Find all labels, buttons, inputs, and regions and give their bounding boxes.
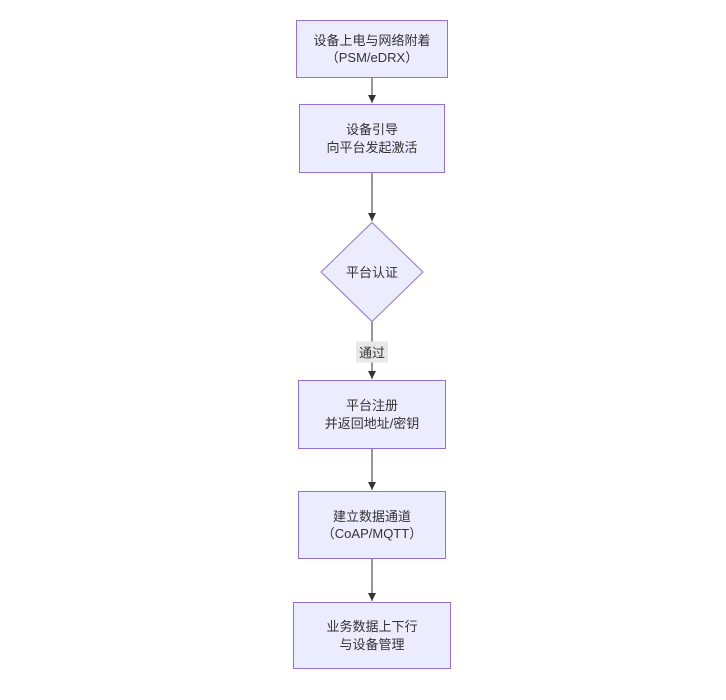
node-label-line: 并返回地址/密钥	[324, 415, 420, 431]
decision-diamond-platform-auth	[320, 221, 424, 323]
node-label-line: 设备上电与网络附着	[313, 32, 431, 48]
node-label-line: 向平台发起激活	[326, 139, 418, 155]
node-label-line: 设备引导	[345, 122, 398, 137]
node-device-bootstrap-activate: 设备引导 向平台发起激活	[299, 104, 445, 173]
node-business-data-device-management: 业务数据上下行 与设备管理	[293, 602, 451, 669]
edge-label-pass: 通过	[355, 341, 389, 363]
node-label-line: 建立数据通道	[332, 508, 411, 524]
decision-label-platform-auth: 平台认证	[321, 222, 423, 321]
node-label-line: 平台注册	[345, 398, 398, 413]
node-label-line: （CoAP/MQTT）	[321, 526, 423, 541]
node-device-power-network-attach: 设备上电与网络附着 （PSM/eDRX）	[296, 20, 448, 78]
node-label-line: （PSM/eDRX）	[325, 50, 419, 65]
node-label-line: 与设备管理	[339, 636, 405, 652]
node-label-line: 平台认证	[345, 265, 398, 280]
node-platform-register-return-keys: 平台注册 并返回地址/密钥	[298, 380, 446, 449]
node-establish-data-channel: 建立数据通道 （CoAP/MQTT）	[298, 491, 446, 559]
node-label-line: 业务数据上下行	[326, 619, 418, 634]
